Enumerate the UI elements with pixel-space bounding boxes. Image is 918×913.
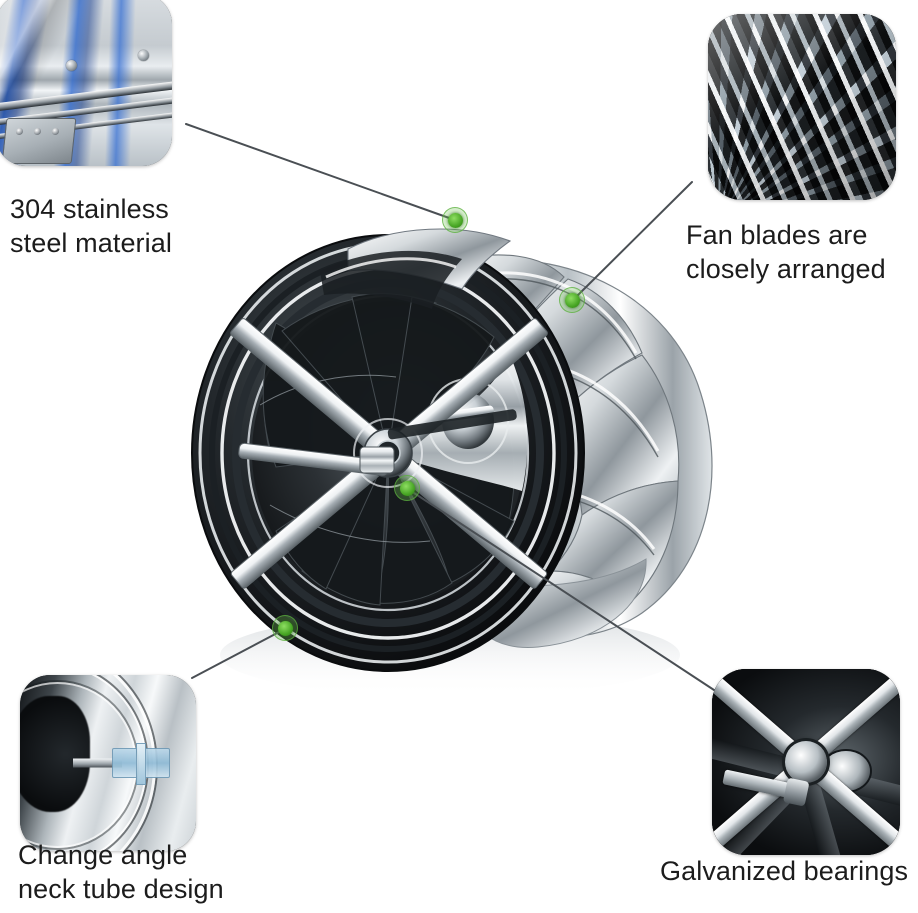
bolt-hole-icon bbox=[33, 128, 42, 135]
marker-neck-tube[interactable] bbox=[272, 615, 298, 641]
gloss-overlay bbox=[708, 14, 896, 200]
galvanized-bearings-closeup-photo[interactable] bbox=[712, 669, 900, 855]
marker-galvanized-bearings[interactable] bbox=[394, 475, 420, 501]
rivet-icon bbox=[66, 60, 77, 71]
marker-core bbox=[447, 212, 463, 228]
mounting-bracket bbox=[1, 118, 77, 164]
bearing-hub bbox=[785, 741, 827, 783]
callout-label-galvanized-bearings: Galvanized bearings bbox=[660, 856, 909, 886]
bolt-hole-icon bbox=[15, 128, 24, 135]
rivet-icon bbox=[138, 50, 149, 61]
support-bar bbox=[72, 758, 123, 768]
bolt-hole-icon bbox=[51, 128, 60, 135]
stainless-steel-surface-photo[interactable] bbox=[0, 0, 172, 166]
callout-label-neck-tube: Change angle neck tube design bbox=[18, 840, 224, 905]
marker-core bbox=[399, 480, 415, 496]
callout-label-stainless-steel: 304 stainless steel material bbox=[10, 194, 172, 259]
callout-label-fan-blades: Fan blades are closely arranged bbox=[686, 220, 886, 285]
marker-core bbox=[277, 620, 293, 636]
fan-blades-closeup-photo[interactable] bbox=[708, 14, 896, 200]
blade-curvature-overlay bbox=[708, 14, 896, 200]
neck-tube-closeup-photo[interactable] bbox=[20, 675, 196, 851]
marker-fan-blades[interactable] bbox=[559, 287, 585, 313]
marker-stainless-steel[interactable] bbox=[442, 207, 468, 233]
marker-core bbox=[564, 292, 580, 308]
angle-adjust-bracket bbox=[111, 743, 170, 785]
